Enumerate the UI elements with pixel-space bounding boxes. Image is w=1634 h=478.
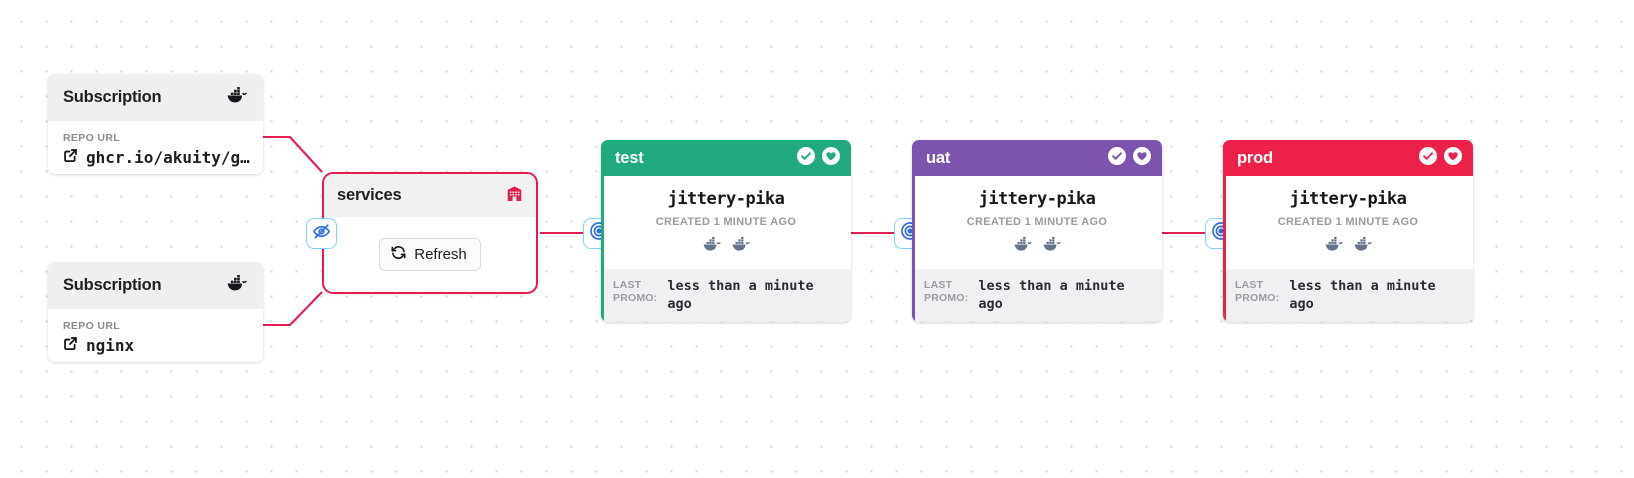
freight-name: jittery-pika — [1289, 189, 1407, 209]
external-link-icon — [63, 336, 78, 355]
refresh-label: Refresh — [414, 246, 467, 263]
stage-accent-bar — [1223, 176, 1226, 323]
stage-body: jittery-pika CREATED 1 MINUTE AGO — [1223, 176, 1473, 269]
docker-icon — [1324, 236, 1344, 257]
stage-body: jittery-pika CREATED 1 MINUTE AGO — [912, 176, 1162, 269]
warehouse-icon — [506, 184, 523, 207]
subscription-header: Subscription — [48, 74, 263, 121]
freight-created: CREATED 1 MINUTE AGO — [966, 216, 1108, 228]
repo-url-label: REPO URL — [63, 132, 121, 144]
hidden-badge[interactable] — [306, 218, 337, 249]
heart-icon[interactable] — [822, 146, 840, 170]
stage-name: uat — [926, 148, 951, 167]
repo-url-label: REPO URL — [63, 320, 121, 332]
heart-icon[interactable] — [1444, 146, 1462, 170]
repo-url-row[interactable]: ghcr.io/akuity/g… — [63, 148, 250, 167]
stage-accent-bar — [912, 176, 915, 323]
stage-footer: LAST PROMO: less than a minute ago — [1223, 269, 1473, 323]
stage-accent-bar — [601, 176, 604, 323]
eye-off-icon — [312, 222, 331, 246]
freight-name: jittery-pika — [667, 189, 785, 209]
check-circle-icon[interactable] — [1108, 146, 1126, 170]
docker-icon — [1013, 236, 1033, 257]
warehouse-node-services[interactable]: services — [322, 172, 538, 294]
last-promo-label: LAST PROMO: — [924, 279, 969, 305]
last-promo-value: less than a minute ago — [667, 278, 814, 313]
stage-card-prod[interactable]: prod jittery-pika CREATED 1 — [1223, 140, 1473, 323]
stage-name: prod — [1237, 148, 1273, 167]
heart-icon[interactable] — [1133, 146, 1151, 170]
warehouse-body: Refresh — [324, 217, 536, 292]
subscription-title: Subscription — [63, 276, 162, 294]
stage-header: uat — [912, 140, 1162, 176]
freight-artifacts — [922, 236, 1152, 257]
stage-card-uat[interactable]: uat jittery-pika CREATED 1 — [912, 140, 1162, 323]
subscription-header: Subscription — [48, 262, 263, 309]
docker-icon — [702, 236, 722, 257]
subscription-title: Subscription — [63, 88, 162, 106]
check-circle-icon[interactable] — [797, 146, 815, 170]
last-promo-label: LAST PROMO: — [613, 279, 658, 305]
subscription-body: REPO URL ghcr.io/akuity/g… — [48, 121, 263, 167]
last-promo-label: LAST PROMO: — [1235, 279, 1280, 305]
stage-footer: LAST PROMO: less than a minute ago — [912, 269, 1162, 323]
stage-name: test — [615, 148, 644, 167]
docker-icon — [731, 236, 751, 257]
stage-card-test[interactable]: test jittery-pika CREATED 1 — [601, 140, 851, 323]
docker-icon — [226, 274, 248, 297]
freight-created: CREATED 1 MINUTE AGO — [1277, 216, 1419, 228]
subscription-card[interactable]: Subscription REPO URL — [48, 74, 263, 174]
freight-artifacts — [1233, 236, 1463, 257]
stage-footer: LAST PROMO: less than a minute ago — [601, 269, 851, 323]
stage-body: jittery-pika CREATED 1 MINUTE AGO — [601, 176, 851, 269]
freight-created: CREATED 1 MINUTE AGO — [655, 216, 797, 228]
refresh-button[interactable]: Refresh — [379, 238, 481, 271]
external-link-icon — [63, 148, 78, 167]
last-promo-value: less than a minute ago — [1289, 278, 1436, 313]
check-circle-icon[interactable] — [1419, 146, 1437, 170]
stage-header: test — [601, 140, 851, 176]
repo-url-row[interactable]: nginx — [63, 336, 248, 355]
repo-url-value: nginx — [86, 336, 135, 355]
freight-artifacts — [611, 236, 841, 257]
stage-header: prod — [1223, 140, 1473, 176]
freight-name: jittery-pika — [978, 189, 1096, 209]
warehouse-header: services — [324, 174, 536, 217]
docker-icon — [1353, 236, 1373, 257]
refresh-icon — [391, 245, 406, 264]
warehouse-title: services — [337, 186, 402, 204]
docker-icon — [1042, 236, 1062, 257]
subscription-body: REPO URL nginx — [48, 309, 263, 355]
docker-icon — [226, 86, 248, 109]
subscription-card[interactable]: Subscription REPO URL — [48, 262, 263, 362]
last-promo-value: less than a minute ago — [978, 278, 1125, 313]
repo-url-value: ghcr.io/akuity/g… — [86, 148, 250, 167]
